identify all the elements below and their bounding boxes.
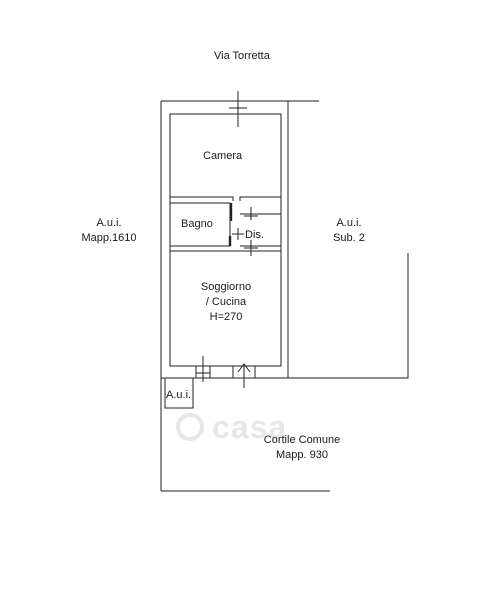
outer-wall-right [287, 101, 409, 379]
neighbor-right: A.u.i. Sub. 2 [318, 216, 380, 246]
courtyard-label-2: Mapp. 930 [276, 449, 328, 461]
street-label: Via Torretta [214, 50, 270, 62]
inner-wall [169, 113, 282, 367]
bottom-door [232, 366, 256, 378]
neighbor-right-2: Sub. 2 [333, 232, 365, 244]
courtyard-label-1: Cortile Comune [263, 434, 341, 446]
annex-box [164, 378, 194, 409]
room-label-soggiorno: Soggiorno / Cucina H=270 [196, 280, 256, 325]
camera-bottom-wall [170, 196, 234, 201]
bottom-window-left [195, 366, 211, 378]
bagno-top-right [239, 196, 281, 201]
neighbor-right-1: A.u.i. [336, 217, 362, 229]
neighbor-left-2: Mapp.1610 [81, 232, 137, 244]
room-label-camera: Camera [203, 150, 243, 162]
courtyard-label: Cortile Comune Mapp. 930 [254, 433, 350, 463]
room-label-dis: Dis. [245, 229, 264, 241]
outer-wall [160, 101, 193, 379]
neighbor-left: A.u.i. Mapp.1610 [74, 216, 144, 246]
room-label-soggiorno-1: Soggiorno [200, 281, 252, 293]
room-label-soggiorno-2: / Cucina [205, 296, 247, 308]
neighbor-annex: A.u.i. [166, 389, 192, 401]
neighbor-left-1: A.u.i. [96, 217, 122, 229]
entry-arrow-head [237, 363, 251, 373]
room-label-soggiorno-3: H=270 [209, 311, 243, 323]
bagno-wall [170, 202, 231, 247]
room-label-bagno: Bagno [181, 218, 213, 230]
